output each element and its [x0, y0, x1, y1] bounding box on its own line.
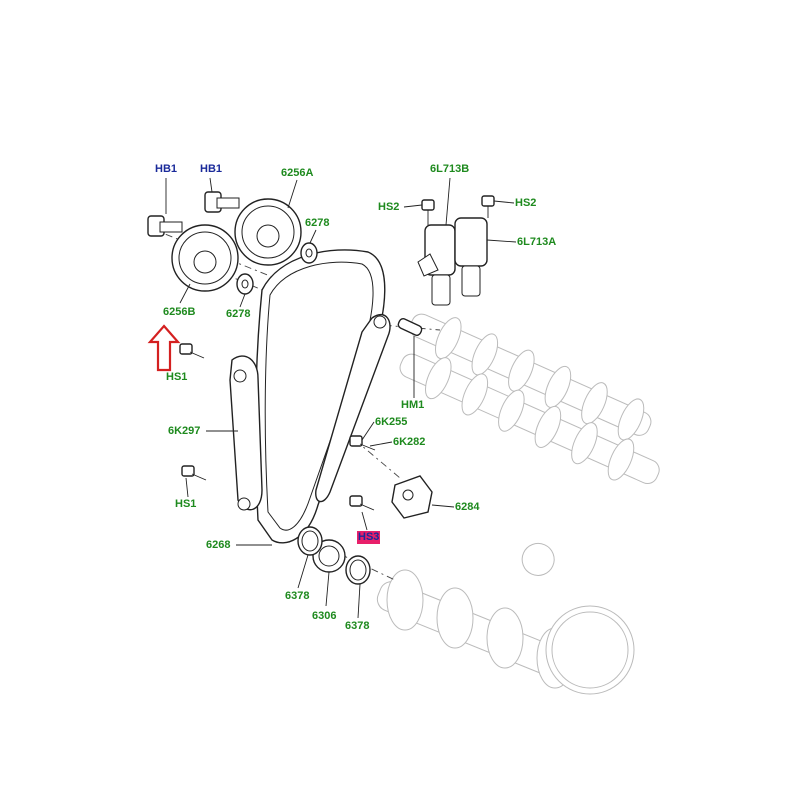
camshaft-exhaust-drawing [399, 353, 660, 576]
label-6306: 6306 [312, 610, 337, 622]
label-6K282: 6K282 [393, 436, 426, 448]
label-6K255: 6K255 [375, 416, 408, 428]
label-6256A: 6256A [281, 167, 314, 179]
bolt-HS2-left [421, 199, 435, 225]
label-6256B: 6256B [163, 306, 196, 318]
chain-guide-6K255 [315, 313, 391, 503]
label-hs1-top: HS1 [166, 371, 188, 383]
label-hs2-left: HS2 [378, 201, 400, 213]
vct-unit-6256A [234, 198, 302, 266]
label-6278-top: 6278 [305, 217, 330, 229]
seal-6378-left [297, 526, 323, 556]
label-hs1-bottom: HS1 [175, 498, 197, 510]
washer-6278-top [300, 242, 318, 264]
tensioner-guide-6K297 [229, 355, 263, 511]
bolt-HB1-left [147, 215, 183, 237]
bolt-6K282 [349, 435, 376, 451]
label-hm1: HM1 [401, 399, 425, 411]
dowel-HM1 [397, 318, 423, 336]
bolt-HS1-bottom [181, 465, 207, 481]
vct-solenoid-6L713B [417, 224, 456, 306]
leader-lines [165, 177, 517, 619]
timing-chain [254, 249, 386, 544]
label-hb1-right: HB1 [200, 163, 223, 175]
label-6378-right: 6378 [345, 620, 370, 632]
label-6K297: 6K297 [168, 425, 201, 437]
bolt-HS3 [349, 495, 375, 511]
washer-6278-bottom [236, 273, 254, 295]
camshaft-intake-drawing [409, 313, 652, 441]
label-hs2-right: HS2 [515, 197, 537, 209]
label-hb1-left: HB1 [155, 163, 178, 175]
vct-solenoid-6L713A [454, 217, 488, 297]
bolt-HS2-right [481, 195, 495, 218]
red-arrow-indicator [147, 324, 181, 372]
label-6L713A: 6L713A [517, 236, 557, 248]
bolt-HS1-top [179, 343, 205, 359]
seal-6378-right [345, 555, 371, 585]
label-hs3-highlighted: HS3 [357, 531, 381, 544]
label-6L713B: 6L713B [430, 163, 470, 175]
crankshaft-drawing [376, 569, 635, 695]
vct-unit-6256B [171, 224, 239, 292]
label-6278-bottom: 6278 [226, 308, 251, 320]
chain-tensioner-6284 [391, 475, 433, 519]
label-6268: 6268 [206, 539, 231, 551]
label-6284: 6284 [455, 501, 480, 513]
label-6378-left: 6378 [285, 590, 310, 602]
bolt-HB1-right [204, 191, 240, 213]
